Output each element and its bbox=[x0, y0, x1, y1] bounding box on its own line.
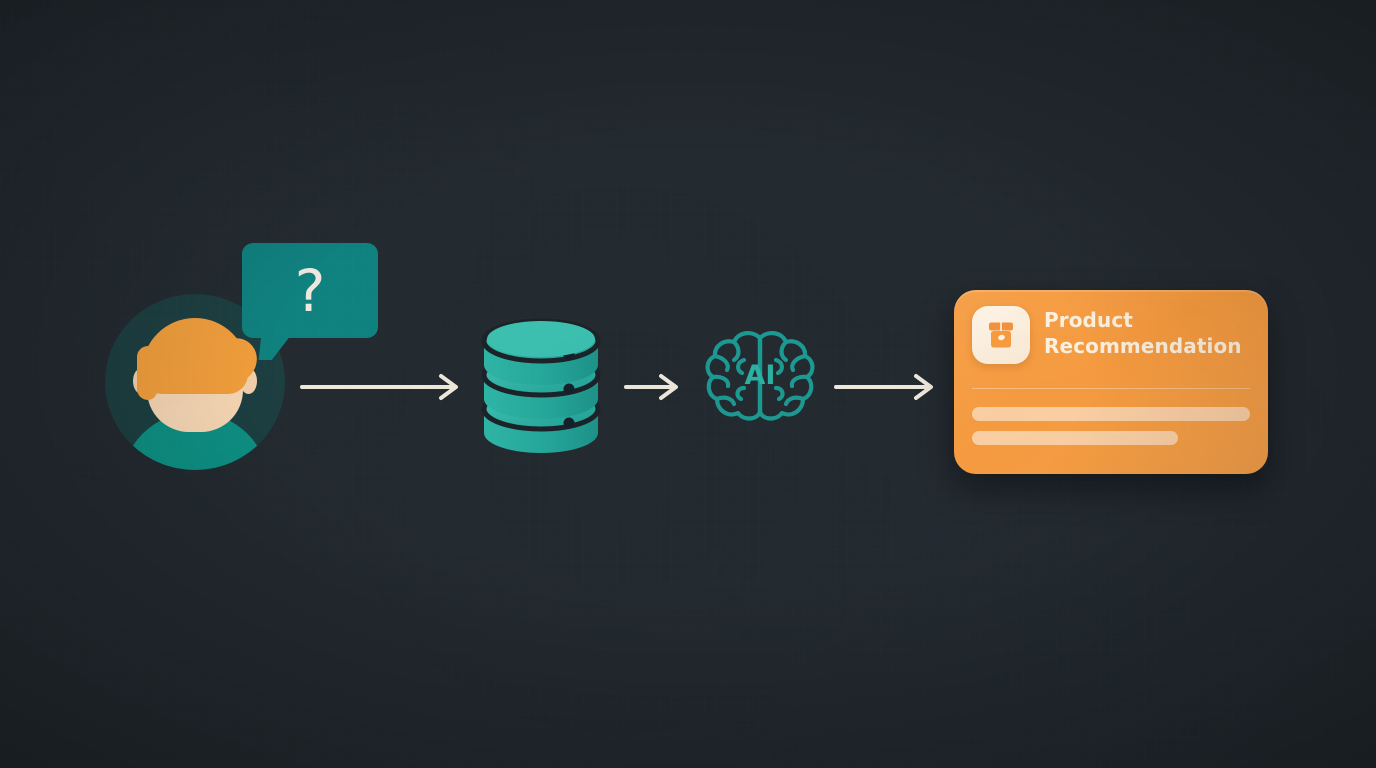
arrow-ai-to-result bbox=[834, 372, 940, 402]
card-header: Product Recommendation bbox=[972, 306, 1250, 364]
ai-label: AI bbox=[745, 360, 776, 391]
arrow-right-icon bbox=[624, 374, 678, 400]
card-placeholder-bar bbox=[972, 407, 1250, 421]
product-recommendation-card[interactable]: Product Recommendation bbox=[954, 290, 1268, 474]
speech-bubble-body bbox=[242, 243, 378, 338]
speech-bubble-tail bbox=[258, 336, 291, 360]
database-indicator-dot bbox=[563, 417, 575, 429]
package-box-icon bbox=[972, 306, 1030, 364]
arrow-database-to-ai bbox=[624, 372, 684, 402]
avatar-hair-sweep bbox=[163, 336, 259, 388]
arrow-user-to-database bbox=[300, 372, 465, 402]
question-speech-bubble-icon: ? bbox=[242, 243, 378, 360]
question-mark-glyph: ? bbox=[294, 256, 326, 325]
card-placeholder-bar bbox=[972, 431, 1178, 445]
avatar-hair-side bbox=[137, 346, 157, 400]
brain-ai-icon: AI bbox=[700, 326, 820, 426]
database-icon bbox=[481, 307, 601, 459]
arrow-right-icon bbox=[834, 374, 933, 400]
arrow-right-icon bbox=[300, 374, 458, 400]
card-divider bbox=[972, 388, 1250, 389]
card-title: Product Recommendation bbox=[1044, 308, 1242, 358]
database-indicator-dot bbox=[563, 383, 575, 395]
